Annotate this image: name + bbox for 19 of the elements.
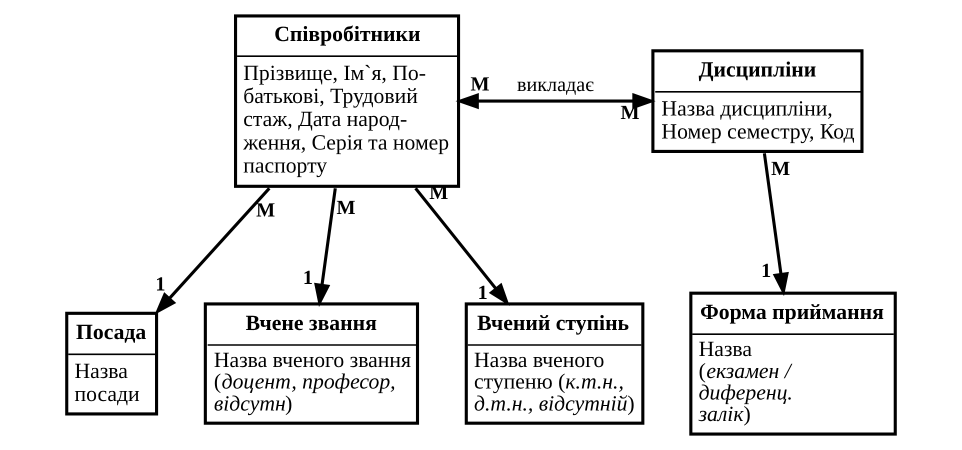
- arrow: [762, 153, 789, 296]
- node-box: Форма приймання Назва (екзамен / диференц. залік): [689, 292, 897, 436]
- label: M: [336, 197, 356, 220]
- node-box: Вчений ступінь Назва вченого ступеню (к.т.н., д.т.н., відсутній): [464, 302, 644, 425]
- arrow: [414, 187, 510, 306]
- label: 1: [155, 273, 166, 296]
- node-box: Співробітники Прізвище, Ім`я, По-батькові, Трудовий стаж, Дата народ-ження, Серія та номер паспорту: [234, 14, 460, 188]
- arrow: [154, 187, 270, 315]
- arrow: [456, 92, 656, 110]
- node-box: Вчене звання Назва вченого звання (доцент, професор, відсутн): [204, 302, 420, 425]
- label: M: [470, 74, 490, 96]
- arrow: [314, 188, 337, 307]
- label: M: [256, 200, 276, 222]
- label: M: [771, 158, 790, 180]
- label: 1: [761, 260, 772, 282]
- node-box: Посада Назва посади: [65, 312, 158, 416]
- label: 1: [302, 266, 313, 289]
- edge-label: викладає: [517, 74, 594, 96]
- label: 1: [478, 282, 488, 304]
